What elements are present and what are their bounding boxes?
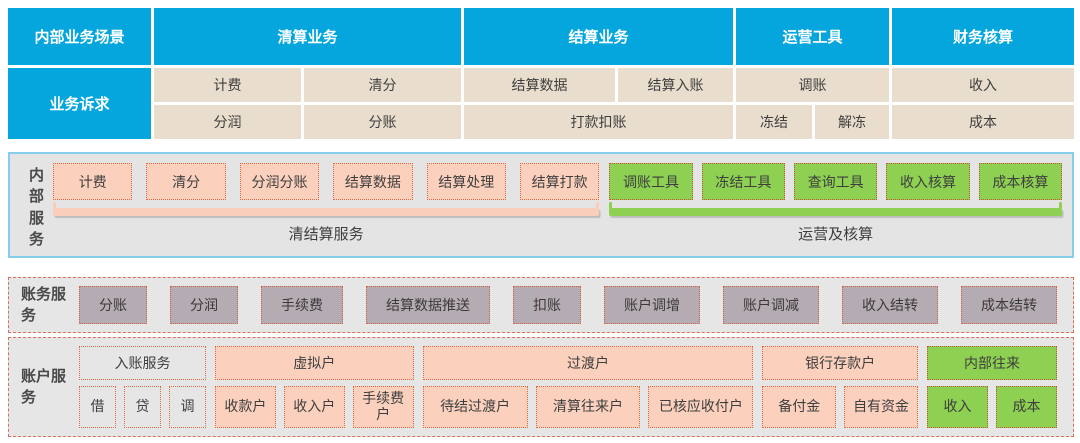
group-virtual-account: 虚拟户 收款户 收入户 手续费户 [214,346,414,428]
account-services-section: 账户服务 入账服务 借 贷 调 虚拟户 收款户 收入户 手续费户 过渡户 [8,337,1074,437]
group-header-transit-account: 过渡户 [422,346,754,380]
account-services-label: 账户服务 [21,368,67,406]
header-operation-tools: 运营工具 [736,8,889,65]
header-financial-accounting: 财务核算 [892,8,1074,65]
group-entry-service-cells: 借 贷 调 [79,386,206,428]
demand-cell-payout-deduction: 打款扣账 [464,105,733,139]
account-cell-income: 收入户 [283,386,345,428]
clearing-cells-row: 计费 清分 分润分账 结算数据 结算处理 结算打款 [53,163,600,200]
account-cell-adjust: 调 [168,386,206,428]
internal-services-label: 内部服务 [28,167,44,248]
demand-cell-settlement-entry: 结算入账 [618,68,733,102]
service-cell-cost-accounting: 成本核算 [978,163,1063,200]
demand-cell-ledger-split: 分账 [304,105,461,139]
account-cell-pending-settlement: 待结过渡户 [422,386,528,428]
service-cell-freeze-tool: 冻结工具 [701,163,786,200]
service-cell-settlement-processing: 结算处理 [426,163,506,200]
group-header-virtual-account: 虚拟户 [214,346,414,380]
internal-services-section: 内部服务 计费 清分 分润分账 结算数据 结算处理 结算打款 清结算服务 调账工… [8,152,1074,258]
account-cell-cost: 成本 [995,386,1057,428]
group-bank-deposit-cells: 备付金 自有资金 [762,386,918,428]
internal-services-content: 计费 清分 分润分账 结算数据 结算处理 结算打款 清结算服务 调账工具 冻结工… [53,163,1063,252]
group-bank-deposit-account: 银行存款户 备付金 自有资金 [762,346,918,428]
group-transit-account: 过渡户 待结过渡户 清算往来户 已核应收付户 [422,346,754,428]
header-settlement-business: 结算业务 [464,8,733,65]
ledger-cell-fee: 手续费 [261,286,343,324]
demand-cell-freeze: 冻结 [736,105,812,139]
demand-cell-unfreeze: 解冻 [815,105,889,139]
header-clearing-business: 清算业务 [154,8,461,65]
group-internal-current-cells: 收入 成本 [926,386,1057,428]
ledger-cell-account-decrease: 账户调减 [723,286,819,324]
account-cell-credit: 贷 [123,386,161,428]
group-transit-account-cells: 待结过渡户 清算往来户 已核应收付户 [422,386,754,428]
account-service-groups: 入账服务 借 贷 调 虚拟户 收款户 收入户 手续费户 过渡户 待结过渡户 [79,346,1057,428]
service-cell-settlement-data: 结算数据 [333,163,413,200]
ledger-cell-settlement-data-push: 结算数据推送 [366,286,490,324]
service-cell-profit-split: 分润分账 [239,163,320,200]
account-cell-clearing-current: 清算往来户 [535,386,641,428]
clearing-services-bracket [53,202,600,216]
demand-cell-billing: 计费 [154,68,301,102]
ops-accounting-bracket [609,202,1062,216]
ledger-cell-cost-carryover: 成本结转 [961,286,1057,324]
demand-cell-income: 收入 [892,68,1074,102]
ops-cells-row: 调账工具 冻结工具 查询工具 收入核算 成本核算 [609,163,1063,200]
account-cell-own-funds: 自有资金 [844,386,918,428]
demand-cell-settlement-data: 结算数据 [464,68,615,102]
group-header-entry-service: 入账服务 [79,346,206,380]
group-entry-service: 入账服务 借 贷 调 [79,346,206,428]
ops-accounting-caption: 运营及核算 [798,226,874,243]
accounting-services-cells: 分账 分润 手续费 结算数据推送 扣账 账户调增 账户调减 收入结转 成本结转 [79,286,1057,324]
account-cell-verified-receivable: 已核应收付户 [648,386,754,428]
ledger-cell-profit-share: 分润 [170,286,238,324]
account-cell-collection: 收款户 [214,386,276,428]
service-cell-adjustment-tool: 调账工具 [609,163,693,200]
header-internal-business-scene: 内部业务场景 [8,8,151,65]
demand-cell-clearing: 清分 [304,68,461,102]
group-header-internal-current: 内部往来 [926,346,1057,380]
account-cell-fee: 手续费户 [352,386,414,428]
ledger-cell-account-increase: 账户调增 [604,286,700,324]
service-cell-billing: 计费 [53,163,133,200]
group-internal-current: 内部往来 收入 成本 [926,346,1057,428]
ledger-cell-deduction: 扣账 [513,286,581,324]
service-cell-clearing: 清分 [146,163,226,200]
demand-cell-profit-share: 分润 [154,105,301,139]
business-scenario-table: 内部业务场景 清算业务 结算业务 运营工具 财务核算 业务诉求 计费 清分 结算… [8,8,1074,139]
accounting-services-section: 账务服务 分账 分润 手续费 结算数据推送 扣账 账户调增 账户调减 收入结转 … [8,277,1074,333]
group-virtual-account-cells: 收款户 收入户 手续费户 [214,386,414,428]
group-header-bank-deposit: 银行存款户 [762,346,918,380]
ledger-cell-income-carryover: 收入结转 [842,286,938,324]
ledger-cell-split: 分账 [79,286,147,324]
account-cell-debit: 借 [79,386,116,428]
business-demand-label: 业务诉求 [8,68,151,139]
account-cell-reserve-fund: 备付金 [762,386,837,428]
service-cell-income-accounting: 收入核算 [886,163,970,200]
clearing-services-caption: 清结算服务 [288,226,364,243]
service-cell-settlement-payout: 结算打款 [519,163,600,200]
demand-cell-cost: 成本 [892,105,1074,139]
operations-accounting-group: 调账工具 冻结工具 查询工具 收入核算 成本核算 运营及核算 [609,163,1063,252]
business-architecture-diagram: 内部业务场景 清算业务 结算业务 运营工具 财务核算 业务诉求 计费 清分 结算… [8,8,1074,437]
service-cell-query-tool: 查询工具 [794,163,878,200]
demand-cell-adjustment: 调账 [736,68,889,102]
account-cell-revenue: 收入 [926,386,988,428]
clearing-settlement-group: 计费 清分 分润分账 结算数据 结算处理 结算打款 清结算服务 [53,163,600,252]
accounting-services-label: 账务服务 [21,286,67,324]
